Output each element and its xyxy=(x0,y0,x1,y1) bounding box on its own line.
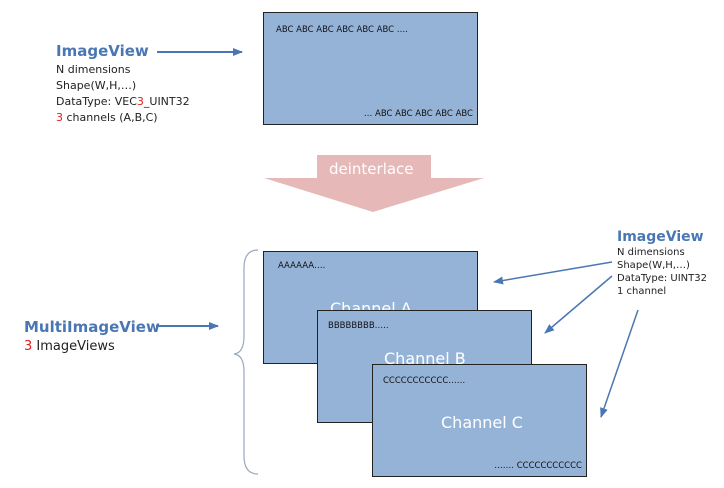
multiimageview-label: MultiImageView 3 ImageViews xyxy=(24,318,160,354)
datatype-prefix: DataType: VEC xyxy=(56,95,137,108)
arrow-to-channel-a xyxy=(493,261,613,285)
arrow-to-channel-c xyxy=(600,309,639,418)
channels-suffix: channels (A,B,C) xyxy=(63,111,158,124)
channel-c-text-bottom: ……. CCCCCCCCCCC xyxy=(494,461,582,471)
multiimageview-title: MultiImageView xyxy=(24,318,160,336)
channel-c-label: Channel C xyxy=(441,413,523,432)
top-imageview-title: ImageView xyxy=(56,42,149,60)
datatype-suffix: _UINT32 xyxy=(143,95,190,108)
top-imageview-label: ImageView N dimensions Shape(W,H,…) Data… xyxy=(56,42,190,124)
arrow-to-channel-b xyxy=(544,275,613,334)
multiimageview-brace xyxy=(233,249,259,475)
channel-b-text-top: BBBBBBBB….. xyxy=(328,321,389,331)
right-imageview-line-channel: 1 channel xyxy=(617,286,667,297)
channel-c-text-top: CCCCCCCCCCC…… xyxy=(383,376,466,386)
top-imageview-datatype: DataType: VEC3_UINT32 xyxy=(56,95,190,108)
multiimageview-count-red: 3 xyxy=(24,339,33,354)
datatype-red: 3 xyxy=(136,95,144,108)
channel-a-text-top: AAAAAA…. xyxy=(278,261,326,271)
right-imageview-line-shape: Shape(W,H,…) xyxy=(617,260,690,271)
top-imageview-line-dimensions: N dimensions xyxy=(56,63,131,76)
deinterlace-label: deinterlace xyxy=(329,160,414,178)
right-imageview-line-dimensions: N dimensions xyxy=(617,247,685,258)
multiimageview-sub-suffix: ImageViews xyxy=(32,339,115,354)
right-imageview-title: ImageView xyxy=(617,229,704,245)
multiimageview-subtitle: 3 ImageViews xyxy=(24,339,160,354)
right-imageview-line-datatype: DataType: UINT32 xyxy=(617,273,707,284)
interleaved-text-bottom: … ABC ABC ABC ABC ABC xyxy=(363,109,473,119)
top-imageview-line-shape: Shape(W,H,…) xyxy=(56,79,137,92)
interleaved-text-top: ABC ABC ABC ABC ABC ABC …. xyxy=(276,25,409,35)
channel-b-label: Channel B xyxy=(384,349,466,368)
channels-red: 3 xyxy=(56,111,63,124)
channel-c-box: CCCCCCCCCCC…… Channel C ……. CCCCCCCCCCC xyxy=(372,364,587,477)
interleaved-image-box: ABC ABC ABC ABC ABC ABC …. … ABC ABC ABC… xyxy=(263,12,478,125)
right-imageview-label: ImageView N dimensions Shape(W,H,…) Data… xyxy=(617,229,707,297)
top-imageview-channels: 3 channels (A,B,C) xyxy=(56,111,190,124)
